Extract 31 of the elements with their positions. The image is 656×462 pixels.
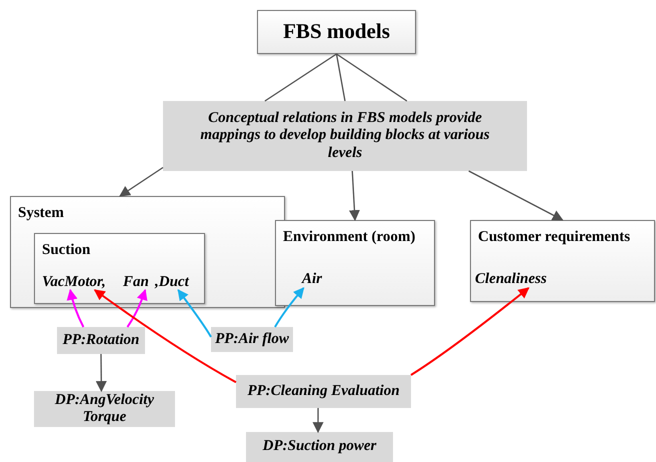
component-label: VacMotor, — [42, 272, 114, 292]
group-box — [470, 220, 655, 302]
note-box: Conceptual relations in FBS models provide mappings to develop building blocks at various levels — [163, 101, 527, 171]
parameter-box: PP:Cleaning Evaluation — [236, 375, 411, 408]
arrow — [126, 288, 148, 328]
parameter-box: DP:AngVelocity Torque — [34, 391, 175, 427]
group-box — [275, 220, 435, 306]
title-box: FBS models — [257, 10, 416, 54]
component-label: ,Duct — [155, 272, 197, 292]
group-heading: Customer requirements — [478, 228, 630, 247]
group-heading: Suction — [42, 241, 90, 260]
component-label: Air — [302, 269, 328, 289]
arrow — [177, 289, 212, 338]
arrow — [312, 408, 324, 434]
group-heading: Environment (room) — [283, 228, 416, 247]
arrow — [66, 288, 84, 328]
component-label: Fan — [123, 272, 154, 292]
arrow — [274, 287, 304, 328]
group-heading: System — [18, 204, 64, 223]
arrow — [96, 354, 107, 392]
parameter-box: PP:Air flow — [211, 327, 293, 352]
arrow — [348, 170, 360, 222]
arrow — [94, 289, 236, 384]
group-box — [34, 233, 205, 304]
arrow — [468, 170, 564, 221]
parameter-box: DP:Suction power — [246, 432, 393, 462]
group-box — [10, 196, 285, 308]
parameter-box: PP:Rotation — [57, 327, 145, 354]
arrow — [119, 166, 164, 197]
component-label: Clenaliness — [475, 269, 559, 289]
arrow — [410, 287, 530, 376]
